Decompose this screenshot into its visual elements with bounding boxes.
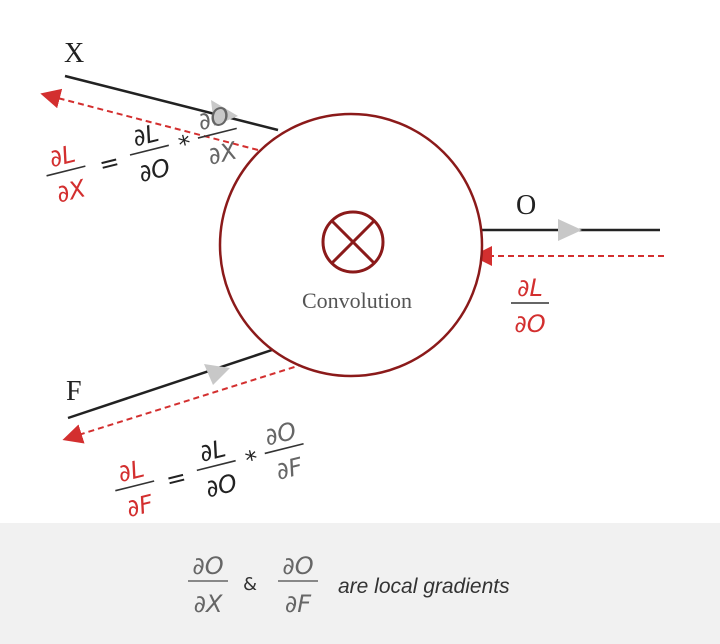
grad-dl-df-equation: ∂L ∂F = ∂L ∂O * ∂O ∂F: [115, 417, 307, 523]
grad-dl-do: ∂L ∂O: [511, 274, 549, 338]
forward-arrow-f: [204, 364, 230, 385]
eqx-equals: =: [96, 147, 122, 179]
eqf-b-den: ∂F: [273, 452, 306, 486]
forward-arrow-x: [211, 100, 238, 126]
eqf-equals: =: [163, 463, 189, 495]
forward-arrow-o: [558, 219, 582, 241]
footer-panel: [0, 523, 720, 644]
grad-dl-do-den: ∂O: [514, 310, 545, 338]
input-f-label: F: [66, 376, 82, 407]
footer-t1-den: ∂X: [194, 590, 223, 618]
grad-dl-dx-equation: ∂L ∂X = ∂L ∂O * ∂O ∂X: [46, 101, 240, 208]
eqx-lhs-den: ∂X: [54, 174, 89, 208]
footer-t2-num: ∂O: [282, 552, 313, 580]
footer-amp: &: [243, 574, 257, 595]
output-label: O: [516, 190, 536, 221]
convolution-label: Convolution: [302, 288, 412, 313]
eqx-b-den: ∂X: [205, 136, 240, 170]
footer-local-gradients: ∂O ∂X & ∂O ∂F: [188, 552, 318, 618]
eqx-b-bar: [197, 127, 237, 139]
footer-t2-den: ∂F: [285, 590, 312, 618]
eqx-a-bar: [129, 144, 170, 156]
input-x-edge: [64, 74, 279, 132]
convolution-operator-icon: [321, 210, 385, 274]
eqf-lhs-num: ∂L: [115, 455, 147, 488]
eqx-times: *: [176, 129, 194, 159]
eqf-lhs-den: ∂F: [124, 489, 157, 523]
eqx-a-den: ∂O: [136, 153, 173, 188]
eqf-a-num: ∂L: [197, 434, 229, 467]
eqx-lhs-bar: [46, 165, 86, 177]
backward-arrow-x: [40, 88, 259, 151]
eqf-a-den: ∂O: [203, 469, 240, 504]
input-f-edge: [67, 346, 279, 420]
footer-t1-num: ∂O: [192, 552, 223, 580]
eqx-lhs-num: ∂L: [46, 140, 78, 173]
input-x-label: X: [64, 38, 84, 69]
eqf-b-bar: [264, 442, 304, 455]
eqf-lhs-bar: [115, 480, 155, 492]
grad-dl-do-num: ∂L: [517, 274, 543, 302]
footer-caption: are local gradients: [338, 575, 510, 598]
backward-arrow-f: [62, 363, 305, 444]
eqf-times: *: [243, 445, 261, 475]
eqf-a-bar: [196, 459, 236, 472]
